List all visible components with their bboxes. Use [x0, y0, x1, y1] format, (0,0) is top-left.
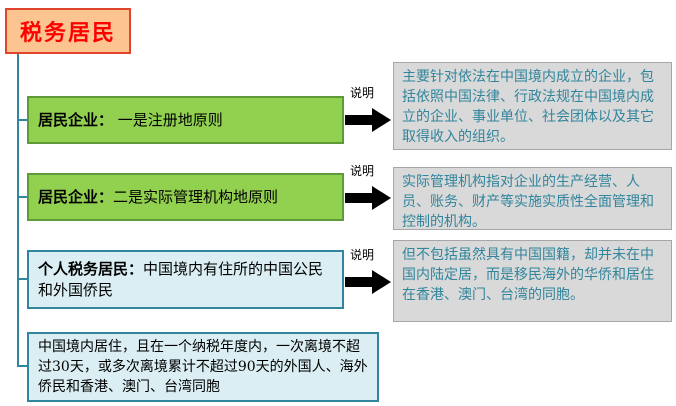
callout-label: 说明	[350, 248, 375, 262]
explanation-text: 主要针对依法在中国境内成立的企业，包括依照中国法律、行政法规在中国境内成立的企业…	[402, 69, 654, 145]
callout-arrow-1: 说明	[345, 84, 393, 133]
explanation-text: 实际管理机构指对企业的生产经营、人员、账务、财产等实施实质性全面管理和控制的机构…	[402, 174, 654, 230]
root-node-label: 税务居民	[19, 20, 116, 46]
node-resident-enterprise-registration-principle: 居民企业： 一是注册地原则	[27, 96, 344, 144]
node-text-rest: 一是注册地原则	[113, 110, 223, 129]
block-arrow-right-icon	[345, 270, 391, 294]
node-text-rest: 二是实际管理机构地原则	[113, 187, 279, 206]
callout-arrow-2: 说明	[345, 162, 393, 211]
connector-branch-1	[17, 119, 28, 121]
node-residence-duration-rule: 中国境内居住，且在一个纳税年度内，一次离境不超过30天，或多次离境累计不超过90…	[27, 332, 379, 402]
connector-trunk	[17, 54, 19, 367]
node-text-bold: 个人税务居民：	[38, 259, 144, 278]
explanation-box-individual: 但不包括虽然具有中国国籍，却并未在中国内陆定居，而是移民海外的华侨和居住在香港、…	[393, 240, 672, 322]
node-resident-enterprise-management-principle: 居民企业：二是实际管理机构地原则	[27, 173, 344, 221]
connector-branch-4	[17, 365, 28, 367]
root-node-tax-resident: 税务居民	[5, 8, 131, 54]
explanation-text: 但不包括虽然具有中国国籍，却并未在中国内陆定居，而是移民海外的华侨和居住在香港、…	[402, 247, 654, 303]
node-text: 个人税务居民：中国境内有住所的中国公民和外国侨民	[38, 259, 333, 301]
node-text: 中国境内居住，且在一个纳税年度内，一次离境不超过30天，或多次离境累计不超过90…	[38, 337, 368, 398]
node-text-bold: 居民企业：	[38, 110, 114, 129]
explanation-box-management: 实际管理机构指对企业的生产经营、人员、账务、财产等实施实质性全面管理和控制的机构…	[393, 167, 672, 230]
node-individual-tax-resident: 个人税务居民：中国境内有住所的中国公民和外国侨民	[27, 250, 344, 309]
callout-label: 说明	[350, 86, 375, 100]
node-text-bold: 居民企业：	[38, 187, 114, 206]
connector-branch-3	[17, 278, 28, 280]
node-text: 居民企业： 一是注册地原则	[38, 110, 223, 131]
connector-branch-2	[17, 196, 28, 198]
node-text-rest: 中国境内居住，且在一个纳税年度内，一次离境不超过30天，或多次离境累计不超过90…	[38, 338, 368, 396]
node-text-rest: 中国境内有住所的中国公民和外国侨民	[38, 259, 324, 299]
explanation-box-registration: 主要针对依法在中国境内成立的企业，包括依照中国法律、行政法规在中国境内成立的企业…	[393, 62, 672, 150]
node-text: 居民企业：二是实际管理机构地原则	[38, 187, 278, 208]
block-arrow-right-icon	[345, 108, 391, 132]
block-arrow-right-icon	[345, 186, 391, 210]
callout-label: 说明	[350, 164, 375, 178]
callout-arrow-3: 说明	[345, 246, 393, 295]
